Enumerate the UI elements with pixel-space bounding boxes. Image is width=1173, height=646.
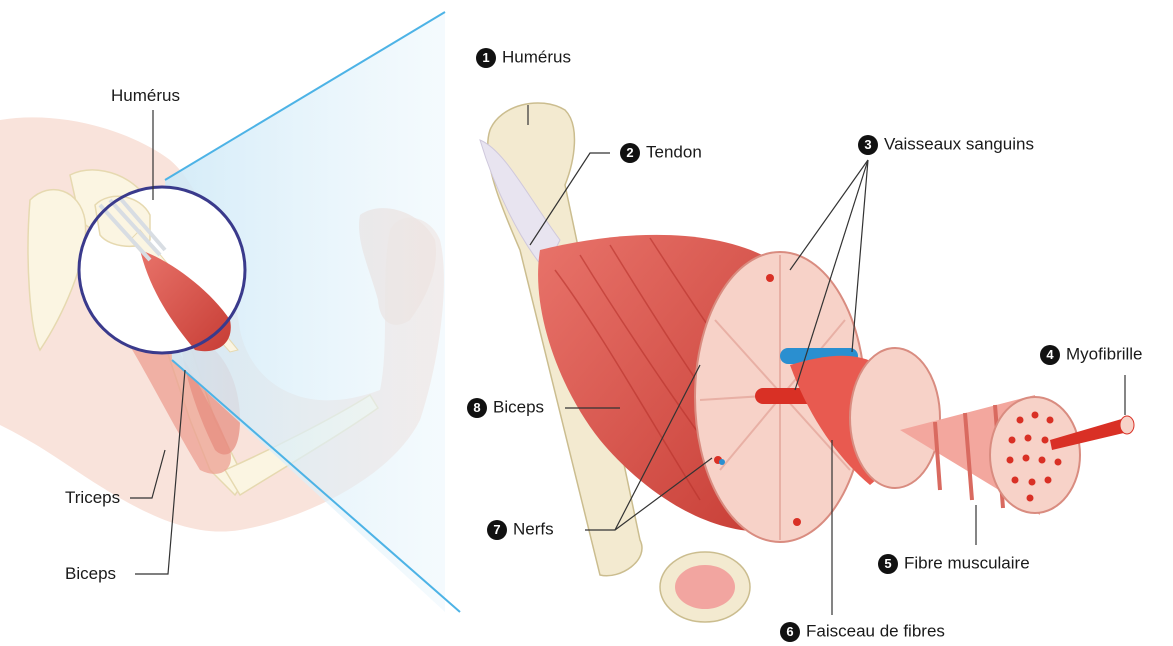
callout-number-badge: 8: [467, 398, 487, 418]
label-triceps: Triceps: [65, 488, 120, 508]
callout-number-badge: 5: [878, 554, 898, 574]
callout-number-badge: 1: [476, 48, 496, 68]
magnifier-circle: [79, 187, 245, 353]
label-biceps-left: Biceps: [65, 564, 116, 584]
callout-number-badge: 3: [858, 135, 878, 155]
label-humerus-left: Humérus: [111, 86, 180, 106]
callout-number-badge: 2: [620, 143, 640, 163]
callout-number-badge: 7: [487, 520, 507, 540]
callout-number-badge: 6: [780, 622, 800, 642]
callout-number-badge: 4: [1040, 345, 1060, 365]
